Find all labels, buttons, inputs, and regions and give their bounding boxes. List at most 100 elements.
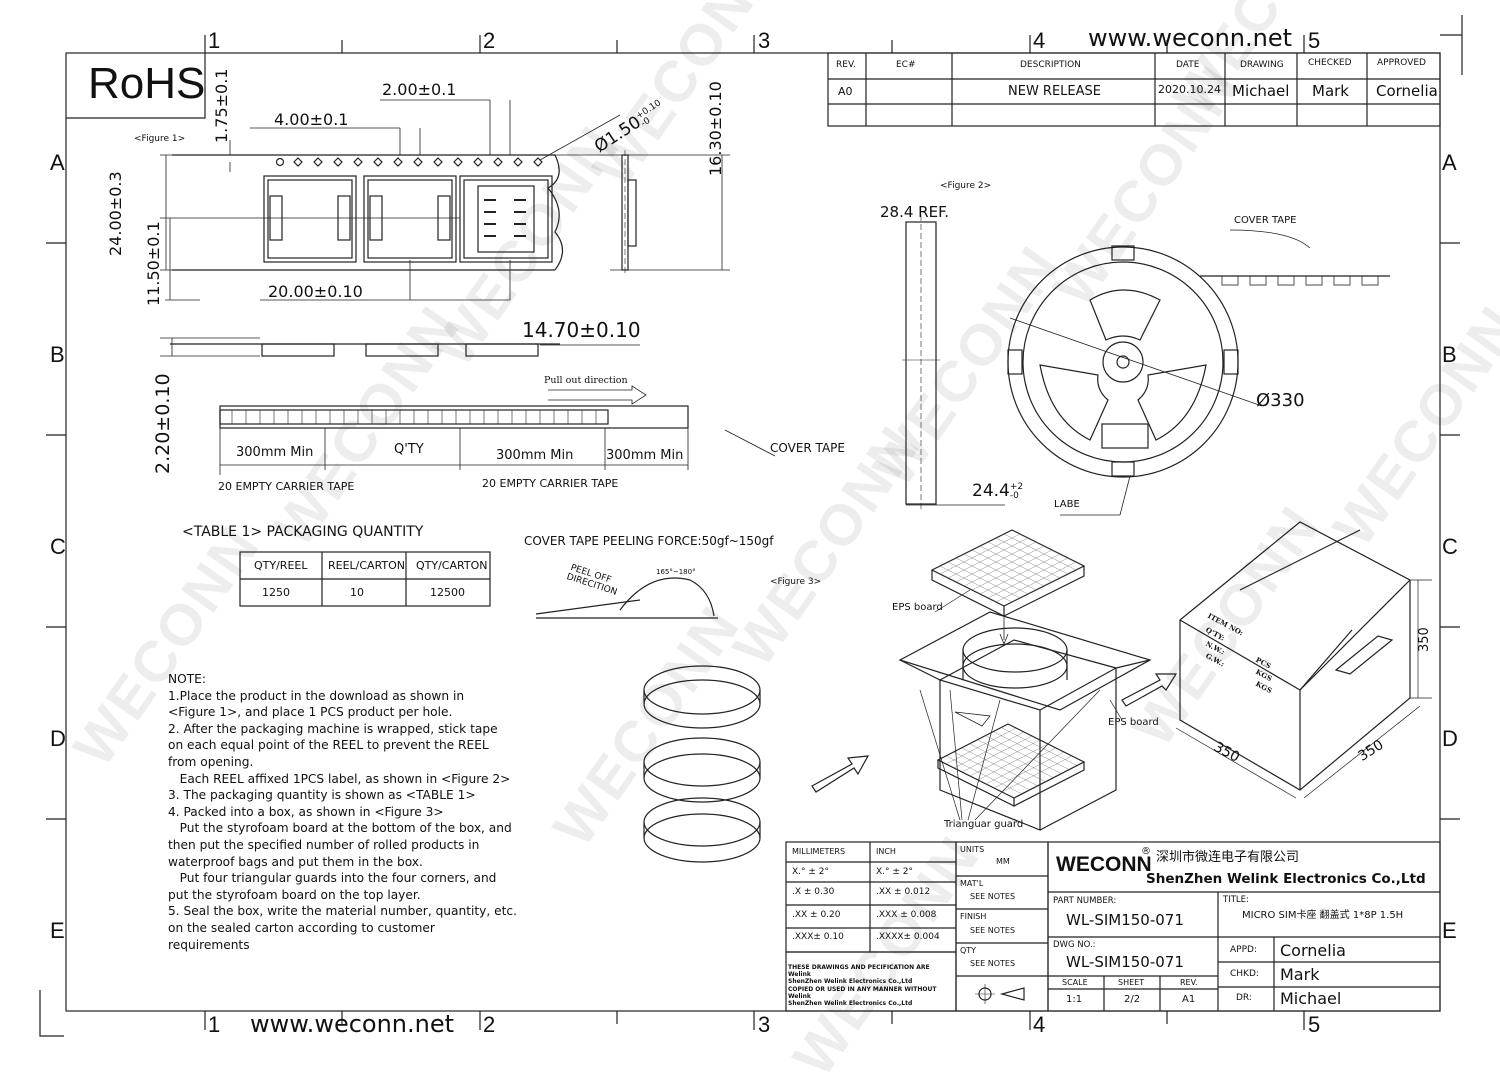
zone-col-5-bottom: 5	[1308, 1012, 1321, 1037]
sprocket-holes	[275, 157, 543, 167]
note-line: 1.Place the product in the download as s…	[168, 688, 465, 703]
reel-hub-width: 24.4 +2 -0	[972, 483, 1023, 500]
tol-mm-0: X.° ± 2°	[792, 867, 830, 877]
peel-force-title: COVER TAPE PEELING FORCE:50gf~150gf	[524, 534, 774, 548]
zone-col-3: 3	[758, 28, 771, 53]
dim-thickness: 14.70±0.10	[522, 318, 641, 342]
note-line: from opening.	[168, 754, 254, 769]
zone-row-c-right: C	[1442, 534, 1458, 559]
zone-col-1-bottom: 1	[208, 1012, 221, 1037]
rohs-mark: RoHS	[88, 59, 206, 108]
dr-label: DR:	[1236, 993, 1252, 1003]
scale-label: SCALE	[1062, 978, 1088, 987]
dim-pocket-pitch: 20.00±0.10	[268, 282, 363, 301]
website-top[interactable]: www.weconn.net	[1088, 24, 1293, 52]
peel-angle: 165°~180°	[656, 568, 696, 576]
empty-tape-right: 20 EMPTY CARRIER TAPE	[482, 477, 619, 490]
zone-col-1: 1	[208, 28, 221, 53]
tol-inch-3: .XXXX± 0.004	[876, 932, 940, 942]
zone-col-5: 5	[1308, 28, 1321, 53]
tol-inch-1: .XX ± 0.012	[876, 887, 931, 897]
eps-board-bottom: EPS board	[1108, 717, 1159, 728]
registered-mark: ®	[1141, 846, 1151, 857]
disclaimer-line: ShenZhen Welink Electronics Co.,Ltd	[788, 999, 913, 1007]
technical-drawing	[39, 15, 1463, 1037]
tol-mm-3: .XXX± 0.10	[792, 932, 844, 942]
tol-mm-2: .XX ± 0.20	[792, 910, 841, 920]
date-value: 2020.10.24	[1158, 83, 1221, 96]
triangular-guard: Trianguar guard	[944, 819, 1024, 830]
dim-depth: 2.20±0.10	[152, 373, 174, 474]
part-number-value: WL-SIM150-071	[1066, 911, 1184, 929]
dim-width: 24.00±0.3	[106, 171, 125, 256]
table1-title: <TABLE 1> PACKAGING QUANTITY	[182, 524, 424, 540]
dwg-label: DWG NO.:	[1053, 940, 1096, 950]
drawing-value: Michael	[1232, 82, 1290, 100]
reel-cover-tape: COVER TAPE	[1234, 215, 1297, 226]
title-value: MICRO SIM卡座 翻盖式 1*8P 1.5H	[1242, 910, 1404, 921]
disclaimer-line: COPIED OR USED IN ANY MANNER WITHOUT Wel…	[788, 985, 937, 1000]
zone-row-e: E	[50, 918, 65, 943]
appd-label: APPD:	[1230, 945, 1257, 955]
note-line: put the styrofoam board on the top layer…	[168, 887, 421, 902]
rev-label: REV.	[1180, 978, 1198, 987]
table1-value-qty-reel: 1250	[262, 586, 290, 599]
title-label: TITLE:	[1223, 895, 1249, 905]
dim-edge: 1.75±0.1	[212, 68, 231, 143]
note-line: Put four triangular guards into the four…	[168, 871, 497, 886]
box-dim-height: 350	[1417, 627, 1432, 652]
note-line: 4. Packed into a box, as shown in <Figur…	[168, 804, 444, 819]
note-line: requirements	[168, 937, 250, 952]
zone-row-b-right: B	[1442, 342, 1457, 367]
table1-header-reel-carton: REEL/CARTON	[328, 559, 406, 572]
reel-hub-tol-minus: -0	[1009, 490, 1019, 501]
zone-row-d-right: D	[1442, 726, 1458, 751]
units-label: UNITS	[960, 845, 985, 854]
matl-label: MAT'L	[960, 879, 984, 888]
note-line: waterproof bags and put them in the box.	[168, 854, 423, 869]
figure3-label: <Figure 3>	[770, 577, 822, 587]
date-header: DATE	[1176, 60, 1200, 70]
finish-label: FINISH	[960, 912, 987, 921]
disclaimer-line: THESE DRAWINGS AND PECIFICATION ARE Weli…	[788, 964, 930, 979]
matl-value: SEE NOTES	[970, 892, 1016, 901]
website-bottom[interactable]: www.weconn.net	[250, 1010, 455, 1038]
empty-tape-left: 20 EMPTY CARRIER TAPE	[218, 480, 355, 493]
sheet-value: 2/2	[1124, 994, 1141, 1005]
scale-value: 1:1	[1066, 994, 1083, 1005]
note-line: 5. Seal the box, write the material numb…	[168, 904, 517, 919]
dim-row-height: 16.30±0.10	[706, 81, 725, 176]
note-line: Each REEL affixed 1PCS label, as shown i…	[168, 771, 511, 786]
dr-value: Michael	[1280, 989, 1342, 1008]
chkd-value: Mark	[1280, 965, 1320, 984]
note-line: on each equal point of the REEL to preve…	[168, 738, 489, 753]
table1-value-qty-carton: 12500	[430, 586, 465, 599]
table1-value-reel-carton: 10	[350, 586, 364, 599]
reel-ref: 28.4 REF.	[880, 203, 950, 221]
appd-value: Cornelia	[1280, 941, 1346, 960]
zone-col-2: 2	[483, 28, 496, 53]
tape-segment-1: 300mm Min	[236, 445, 314, 460]
tol-inch-header: INCH	[876, 847, 896, 856]
note-line: NOTE:	[168, 672, 206, 686]
figure1-label: <Figure 1>	[134, 134, 186, 144]
zone-row-b: B	[50, 342, 65, 367]
company-name-en: ShenZhen Welink Electronics Co.,Ltd	[1146, 871, 1426, 887]
tol-mm-header: MILLIMETERS	[792, 847, 846, 856]
qty-label: QTY	[960, 946, 977, 955]
rev-value-title: A1	[1182, 994, 1196, 1005]
zone-col-2-bottom: 2	[483, 1012, 496, 1037]
tol-inch-0: X.° ± 2°	[876, 867, 914, 877]
note-line: on the sealed carton according to custom…	[168, 920, 435, 935]
sheet-border	[65, 52, 1441, 1012]
ec-header: EC#	[896, 60, 916, 70]
reel-hub-tol-plus: +2	[1009, 482, 1024, 492]
zone-row-e-right: E	[1442, 918, 1457, 943]
dwg-value: WL-SIM150-071	[1066, 953, 1184, 971]
zone-row-c: C	[50, 534, 66, 559]
tol-inch-2: .XXX ± 0.008	[876, 910, 937, 920]
checked-value: Mark	[1312, 82, 1349, 100]
zone-row-a-right: A	[1442, 150, 1457, 175]
chkd-label: CHKD:	[1230, 969, 1259, 979]
sheet-label: SHEET	[1118, 978, 1145, 987]
